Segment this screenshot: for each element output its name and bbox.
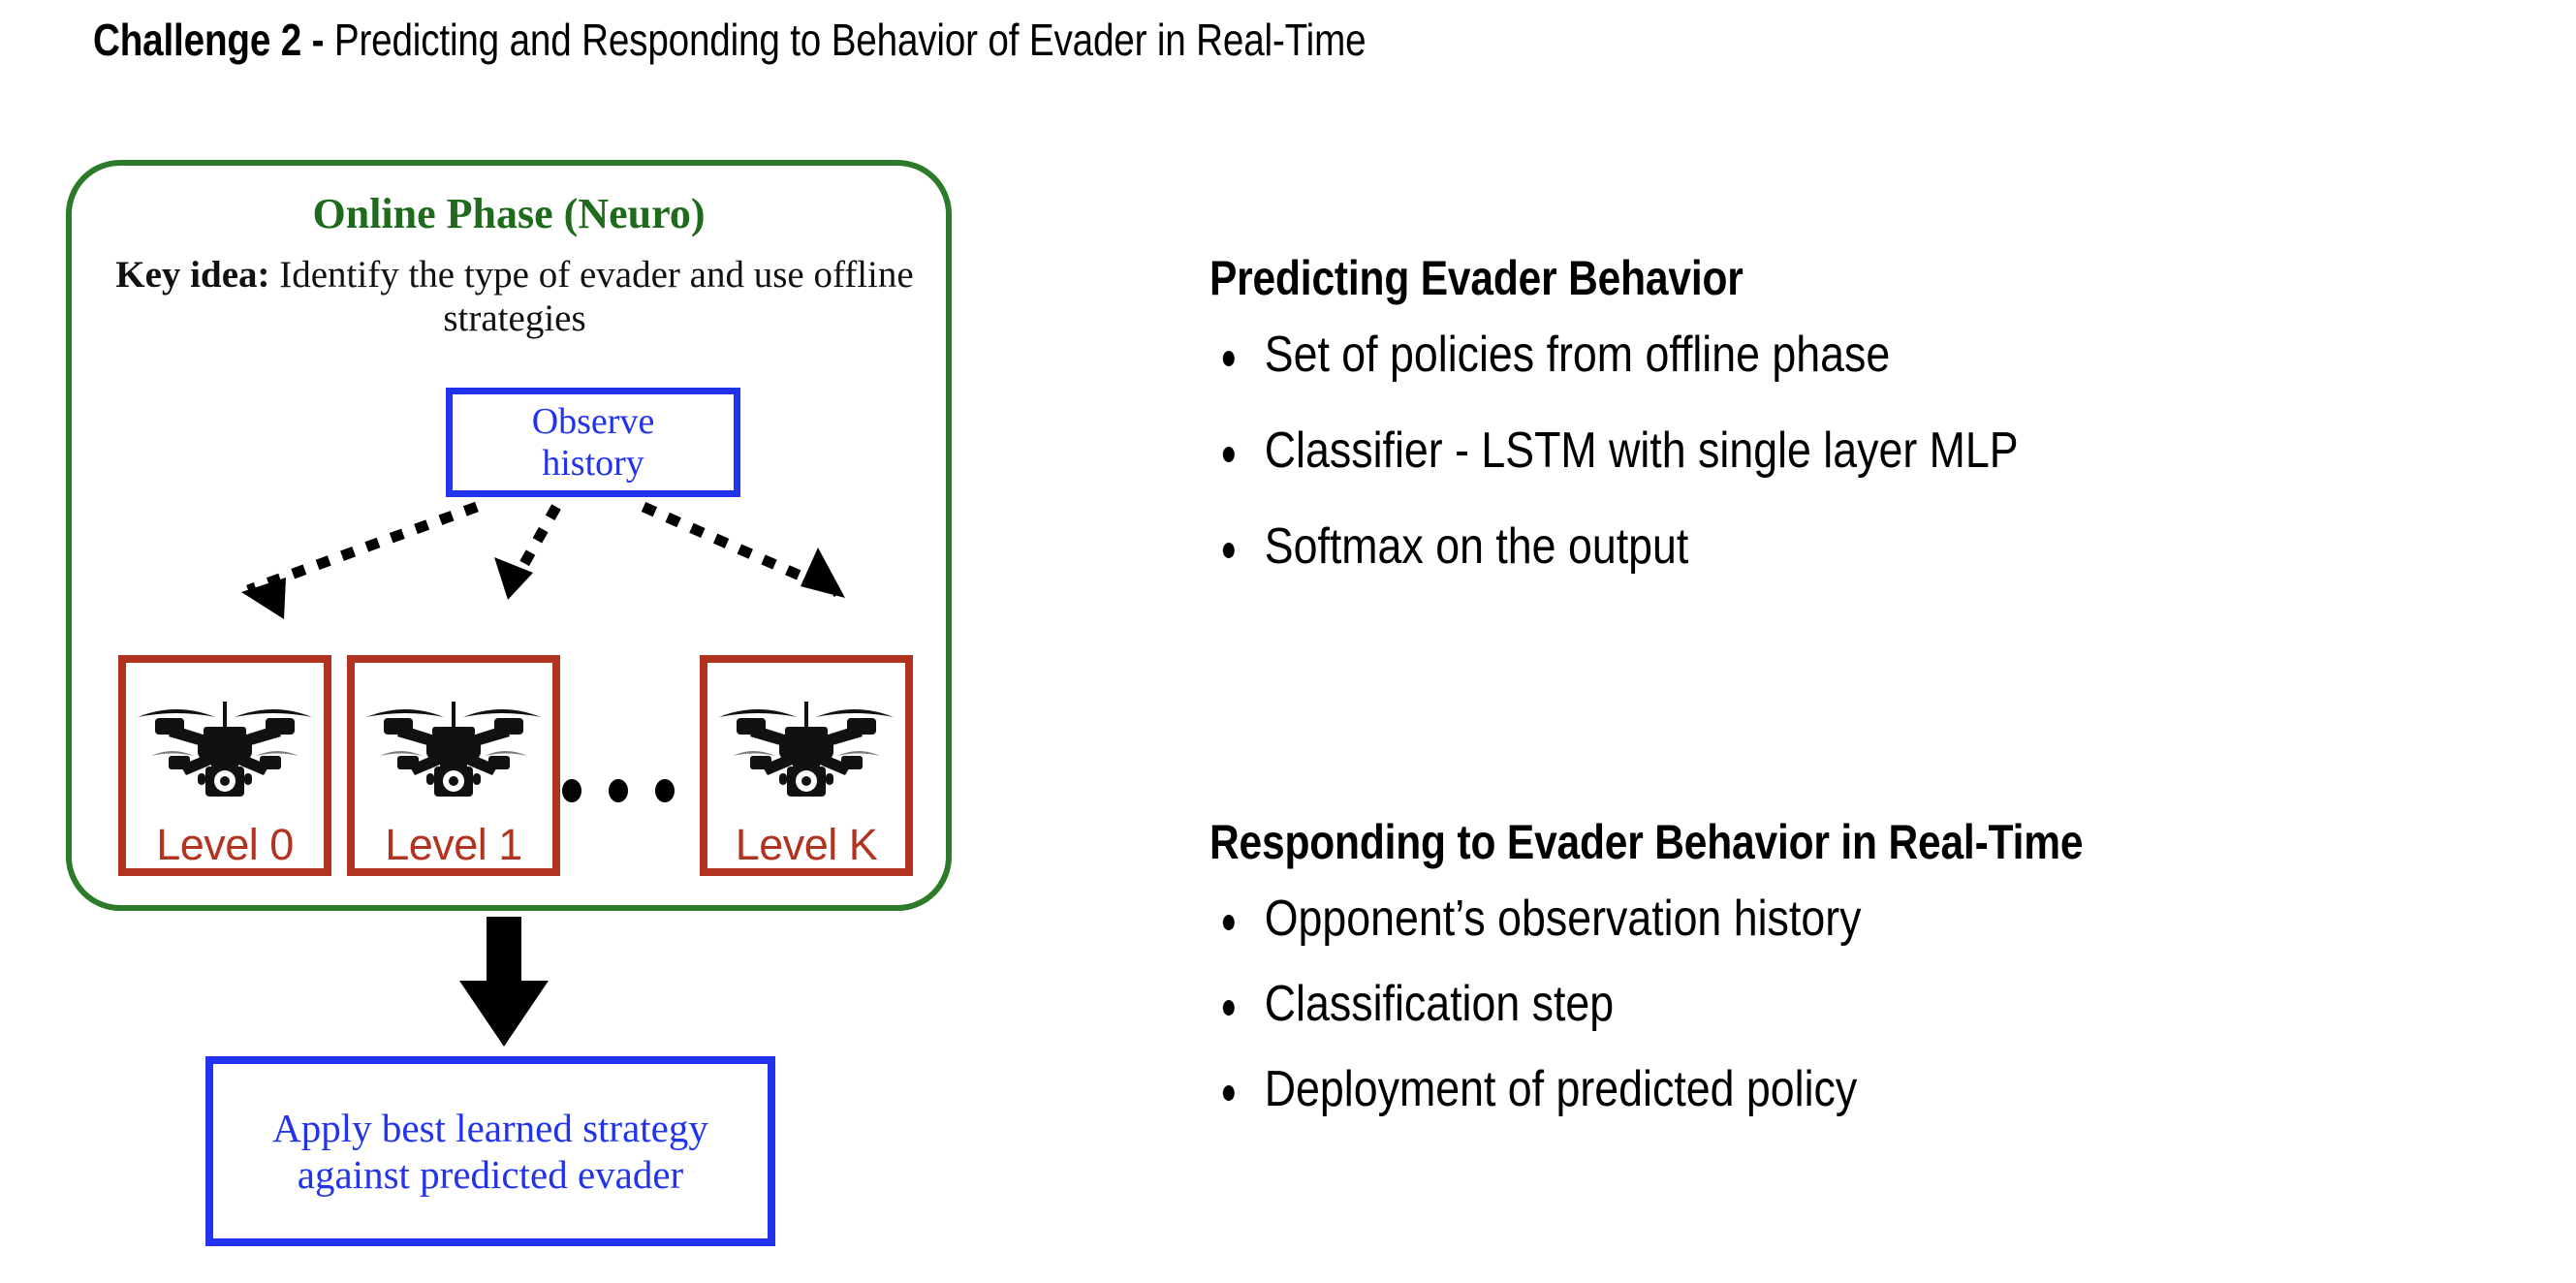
list-item: Classifier - LSTM with single layer MLP: [1209, 425, 2376, 476]
key-idea-label: Key idea:: [115, 254, 270, 296]
bullet-dot-icon: [1222, 915, 1235, 930]
observe-history-box[interactable]: Observe history: [446, 388, 740, 497]
drone-icon: [134, 700, 316, 806]
list-item-label: Classifier - LSTM with single layer MLP: [1264, 422, 2019, 479]
arrow-line-right: [641, 501, 840, 598]
list-item: Deployment of predicted policy: [1209, 1064, 2376, 1114]
arrow-line-left: [246, 501, 479, 596]
bullet-dot-icon: [1222, 351, 1235, 366]
apply-strategy-label: Apply best learned strategy against pred…: [272, 1105, 708, 1199]
observe-history-line2: history: [542, 442, 644, 484]
list-item: Set of policies from offline phase: [1209, 329, 2376, 380]
bullet-dot-icon: [1222, 1085, 1235, 1101]
panel-heading: Online Phase (Neuro): [312, 190, 706, 237]
apply-strategy-line1: Apply best learned strategy: [272, 1105, 708, 1150]
level-box-1[interactable]: Level 1: [347, 655, 560, 876]
list-item-label: Opponent’s observation history: [1264, 891, 1862, 947]
bullet-dot-icon: [1222, 543, 1235, 558]
bullet-dot-icon: [1222, 1000, 1235, 1016]
level-label-k: Level K: [735, 820, 878, 869]
level-box-k[interactable]: Level K: [700, 655, 913, 876]
level-box-0[interactable]: Level 0: [118, 655, 331, 876]
right-content-column: Predicting Evader Behavior Set of polici…: [1209, 0, 2566, 1283]
section-heading-predicting: Predicting Evader Behavior: [1209, 251, 1744, 305]
level-label-0: Level 0: [156, 820, 294, 869]
level-label-1: Level 1: [385, 820, 522, 869]
list-item: Softmax on the output: [1209, 521, 2376, 572]
drone-icon: [362, 700, 545, 806]
arrowhead-middle: [494, 557, 533, 600]
page-title-rest: Predicting and Responding to Behavior of…: [324, 15, 1367, 65]
bullet-dot-icon: [1222, 447, 1235, 462]
online-phase-panel: Online Phase (Neuro) Key idea: Identify …: [66, 160, 952, 911]
arrowhead-left: [241, 578, 286, 619]
list-item-label: Deployment of predicted policy: [1264, 1061, 1858, 1117]
list-item: Classification step: [1209, 979, 2376, 1029]
bullet-list-responding: Opponent’s observation history Classific…: [1209, 893, 2566, 1149]
key-idea-text: Key idea: Identify the type of evader an…: [110, 253, 919, 340]
apply-strategy-line2: against predicted evader: [297, 1152, 684, 1197]
observe-history-label: Observe history: [532, 401, 655, 484]
list-item-label: Softmax on the output: [1264, 518, 1689, 575]
page-title-lead: Challenge 2 -: [93, 15, 325, 65]
arrow-line-middle: [508, 504, 561, 587]
apply-strategy-box[interactable]: Apply best learned strategy against pred…: [205, 1056, 775, 1246]
drone-icon: [715, 700, 897, 806]
list-item-label: Set of policies from offline phase: [1264, 327, 1891, 383]
list-item-label: Classification step: [1264, 976, 1615, 1032]
page-title: Challenge 2 - Predicting and Responding …: [93, 15, 1367, 66]
section-heading-responding: Responding to Evader Behavior in Real-Ti…: [1209, 815, 2084, 869]
ellipsis-dots-icon: [562, 779, 678, 802]
key-idea-body: Identify the type of evader and use offl…: [269, 254, 914, 340]
arrowhead-right: [801, 548, 845, 598]
down-arrow-icon: [459, 917, 549, 1047]
online-phase-diagram: Online Phase (Neuro) Key idea: Identify …: [0, 0, 1066, 1283]
list-item: Opponent’s observation history: [1209, 893, 2376, 944]
observe-history-line1: Observe: [531, 400, 655, 442]
level-boxes-row: Level 0: [118, 655, 913, 876]
bullet-list-predicting: Set of policies from offline phase Class…: [1209, 329, 2566, 617]
